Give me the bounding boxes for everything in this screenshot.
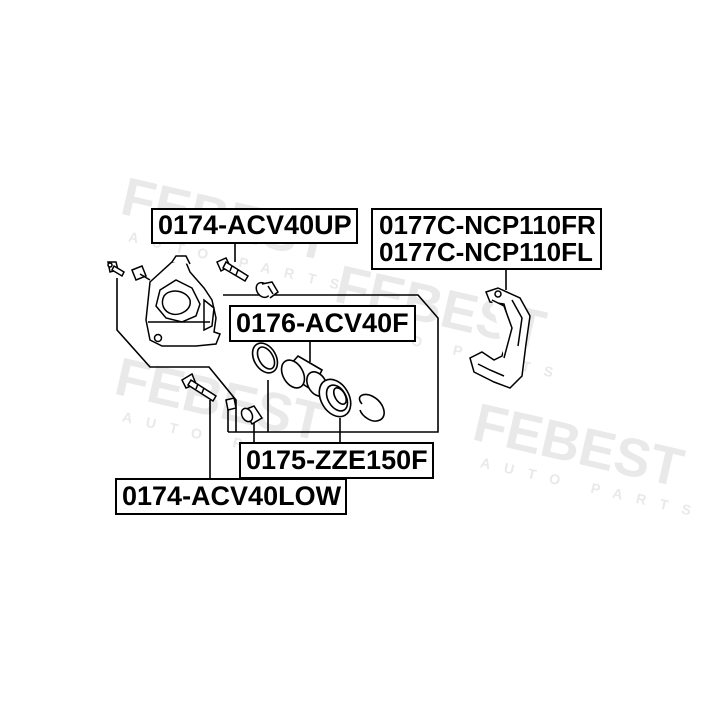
bracket-fl-part-number: 0177C-NCP110FL	[379, 237, 593, 267]
upper-pin-part-number: 0174-ACV40UP	[158, 210, 352, 240]
bracket-label: 0177C-NCP110FR 0177C-NCP110FL	[371, 208, 602, 270]
upper-guide-pin	[216, 257, 250, 283]
caliper-bracket	[469, 287, 531, 389]
piston	[280, 354, 328, 397]
caliper-small-bolt	[131, 265, 151, 281]
piston-part-number: 0176-ACV40F	[236, 308, 409, 338]
retaining-ring	[358, 393, 385, 422]
seal-kit-label: 0175-ZZE150F	[239, 442, 434, 479]
upper-pin-boot	[255, 281, 279, 299]
upper-pin-label: 0174-ACV40UP	[151, 208, 358, 244]
lower-pin-label: 0174-ACV40LOW	[115, 478, 348, 515]
bleeder-cap	[225, 397, 237, 411]
caliper-body	[145, 255, 221, 347]
piston-seal-ring	[251, 342, 279, 374]
lower-guide-pin	[181, 372, 218, 403]
seal-kit-part-number: 0175-ZZE150F	[246, 445, 428, 475]
lower-pin-part-number: 0174-ACV40LOW	[122, 481, 342, 511]
piston-label: 0176-ACV40F	[229, 305, 416, 342]
piston-dust-boot	[318, 378, 352, 418]
bracket-fr-part-number: 0177C-NCP110FR	[379, 210, 596, 240]
lower-pin-boot	[240, 405, 264, 426]
bleeder-screw	[107, 261, 125, 278]
